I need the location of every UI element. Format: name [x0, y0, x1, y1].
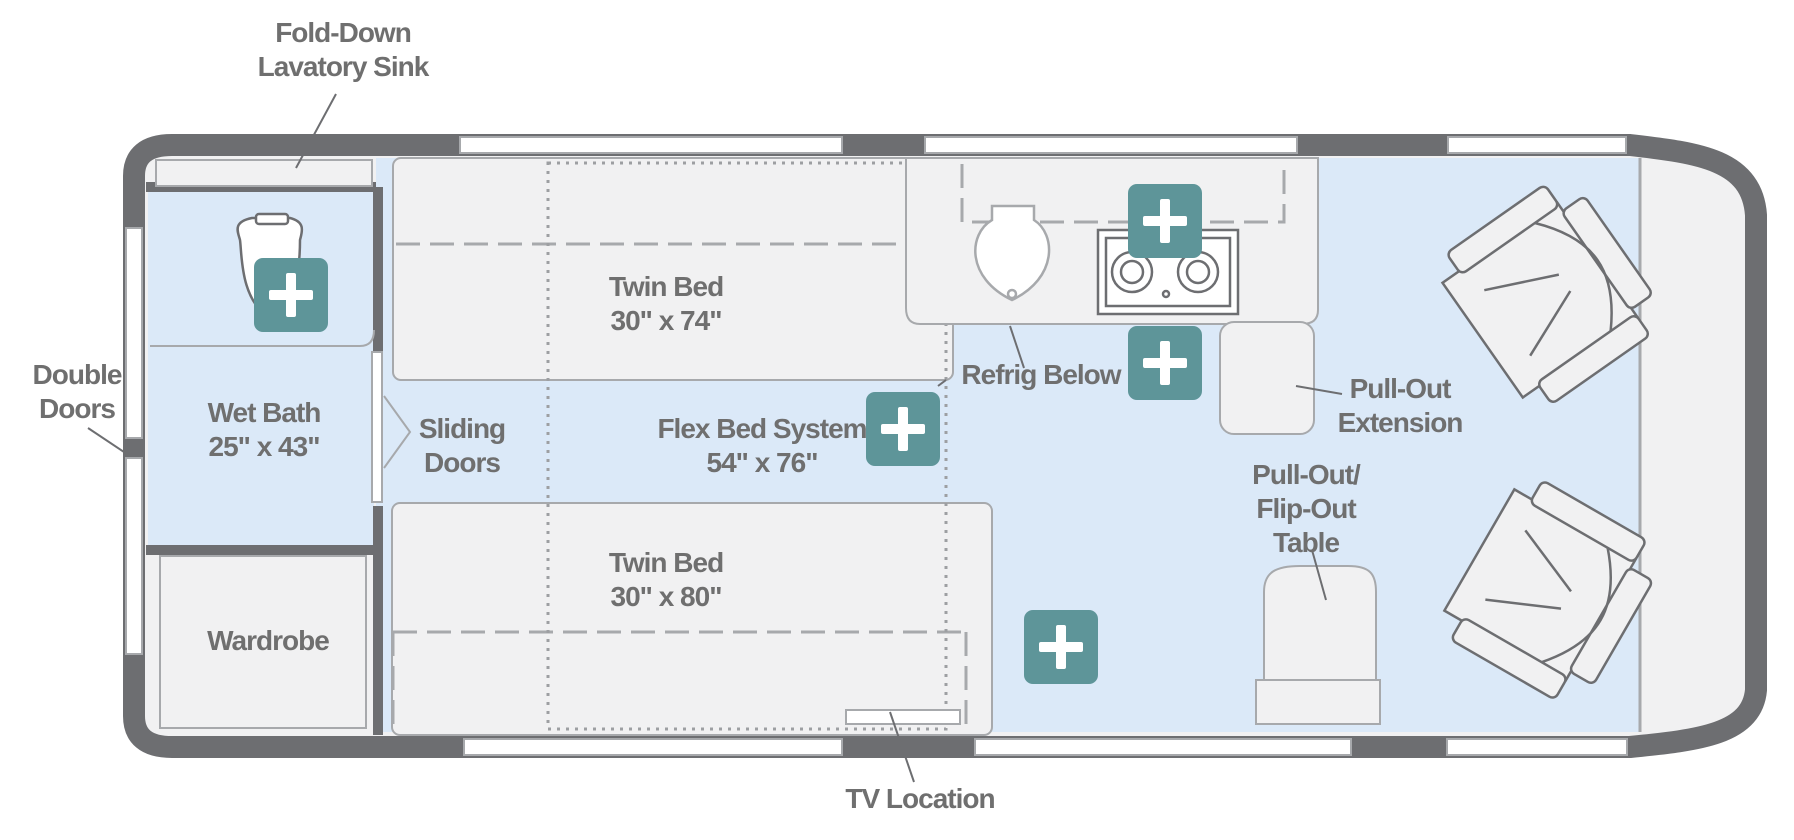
pull-out-table-line1: Pull-Out/ — [1252, 459, 1361, 490]
twin-bed-top-line1: Twin Bed — [608, 271, 724, 302]
twin-bed-bottom-line1: Twin Bed — [608, 547, 724, 578]
label-tv-location: TV Location — [832, 782, 1008, 816]
label-pull-out-extension: Pull-Out Extension — [1330, 372, 1470, 440]
refrig-below-text: Refrig Below — [961, 359, 1121, 390]
fold-down-sink-line1: Fold-Down — [275, 17, 412, 48]
fold-down-sink-line2: Lavatory Sink — [257, 51, 430, 82]
bath-partition — [150, 329, 375, 347]
fold-down-sink — [155, 159, 373, 187]
label-fold-down-sink: Fold-Down Lavatory Sink — [250, 16, 436, 84]
label-double-doors: Double Doors — [20, 358, 134, 426]
pull-out-table-line3: Table — [1272, 527, 1340, 558]
hotspot-flex-bed-button[interactable] — [866, 392, 940, 466]
twin-bed-bottom-shape — [391, 502, 993, 736]
van-wall — [123, 134, 1767, 758]
label-pull-out-table: Pull-Out/ Flip-Out Table — [1240, 458, 1372, 560]
sliding-doors-line1: Sliding — [418, 413, 506, 444]
pull-out-extension-line2: Extension — [1337, 407, 1464, 438]
hotspot-galley-button[interactable] — [1128, 184, 1202, 258]
tv-bar — [845, 709, 961, 725]
label-twin-bed-bottom: Twin Bed 30" x 80" — [586, 546, 746, 614]
sliding-doors-line2: Doors — [424, 447, 501, 478]
tv-location-text: TV Location — [845, 783, 995, 814]
hotspot-living-area-button[interactable] — [1024, 610, 1098, 684]
cab-seat-top — [1440, 185, 1652, 403]
label-refrig-below: Refrig Below — [956, 358, 1126, 392]
table-shape — [1255, 565, 1381, 725]
bed-dashes — [391, 242, 968, 728]
label-sliding-doors: Sliding Doors — [404, 412, 520, 480]
galley-dash — [960, 164, 1286, 224]
pull-out-extension-line1: Pull-Out — [1349, 373, 1452, 404]
flex-bed-line1: Flex Bed System — [657, 413, 867, 444]
twin-bed-top-line2: 30" x 74" — [610, 305, 723, 336]
twin-bed-bottom-line2: 30" x 80" — [610, 581, 723, 612]
wet-bath-line1: Wet Bath — [207, 397, 322, 428]
twin-bed-top-shape — [392, 157, 954, 381]
hotspot-refrigerator-button[interactable] — [1128, 326, 1202, 400]
flex-bed-line2: 54" x 76" — [706, 447, 819, 478]
pull-out-extension-shape — [1219, 321, 1315, 435]
label-wet-bath: Wet Bath 25" x 43" — [184, 396, 344, 464]
flex-bed-outline — [546, 161, 948, 731]
leader-lines — [87, 93, 1343, 783]
hotspot-wet-bath-button[interactable] — [254, 258, 328, 332]
double-doors-line2: Doors — [39, 393, 116, 424]
wardrobe-box — [159, 555, 367, 729]
pull-out-table-line2: Flip-Out — [1256, 493, 1356, 524]
label-wardrobe: Wardrobe — [178, 624, 358, 658]
galley-toilet — [974, 204, 1051, 302]
cab-seat-bottom — [1442, 481, 1653, 699]
label-twin-bed-top: Twin Bed 30" x 74" — [586, 270, 746, 338]
wardrobe-text: Wardrobe — [207, 625, 330, 656]
wet-bath-line2: 25" x 43" — [208, 431, 321, 462]
windows — [125, 136, 1628, 756]
sliding-door — [371, 351, 412, 503]
double-doors-line1: Double — [32, 359, 123, 390]
label-flex-bed: Flex Bed System 54" x 76" — [654, 412, 870, 480]
